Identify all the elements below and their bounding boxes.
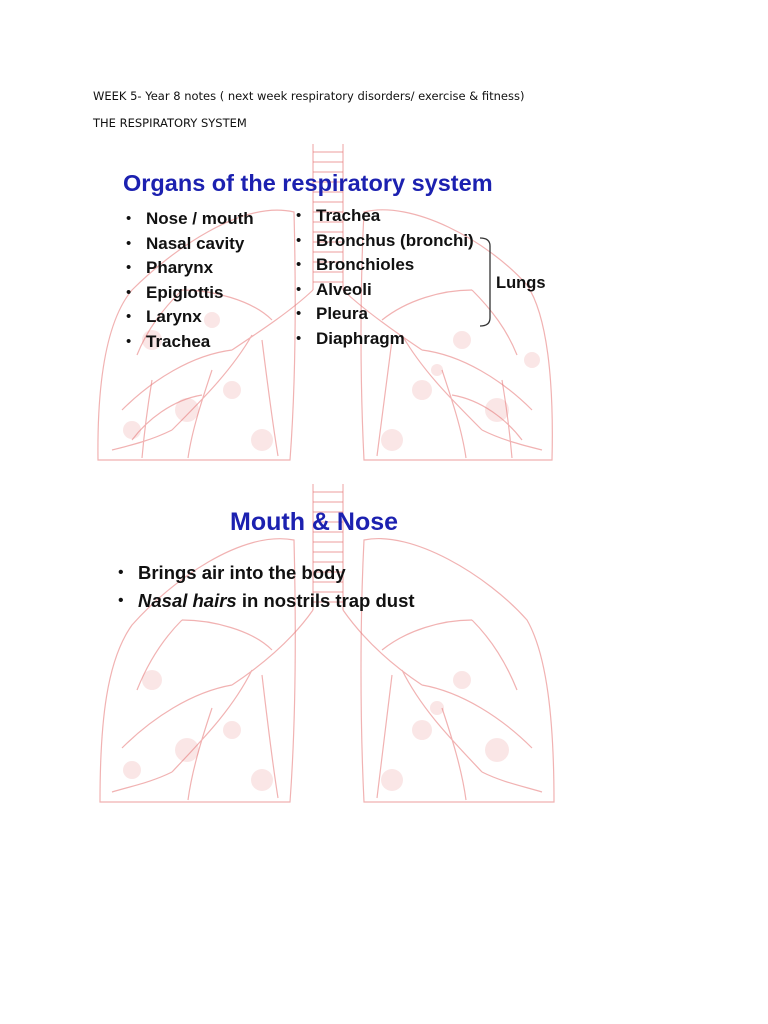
list-item: •Nose / mouth <box>126 209 254 228</box>
list-item: • Brings air into the body <box>118 562 346 583</box>
lungs-label: Lungs <box>496 274 546 292</box>
organs-slide: Organs of the respiratory system •Nose /… <box>92 140 558 472</box>
list-item: •Bronchioles <box>296 255 415 275</box>
section-heading: THE RESPIRATORY SYSTEM <box>93 116 247 130</box>
trachea-outline <box>312 484 344 610</box>
mouth-nose-list: • Brings air into the body • Nasal hairs… <box>118 559 415 615</box>
document-header-line: WEEK 5- Year 8 notes ( next week respira… <box>93 89 525 103</box>
list-item: •Nasal cavity <box>126 233 245 253</box>
list-item: •Larynx <box>126 307 202 327</box>
list-item: •Trachea <box>126 331 211 351</box>
mouth-nose-slide-title: Mouth & Nose <box>230 508 399 536</box>
list-item: •Epiglottis <box>126 282 224 302</box>
lungs-illustration <box>97 144 553 461</box>
nasal-hairs-italic: Nasal hairs <box>138 590 237 611</box>
lungs-bracket <box>479 237 491 327</box>
lungs-illustration <box>99 484 555 803</box>
organs-slide-title: Organs of the respiratory system <box>123 170 493 196</box>
organs-left-list: •Nose / mouth •Nasal cavity •Pharynx •Ep… <box>126 207 254 355</box>
trachea-outline <box>312 144 344 290</box>
nostrils-trap-dust-text: in nostrils trap dust <box>236 590 415 611</box>
list-item: •Trachea <box>296 206 381 225</box>
organs-right-list: •Trachea •Bronchus (bronchi) •Bronchiole… <box>296 204 474 352</box>
list-item: • Nasal hairs in nostrils trap dust <box>118 590 415 611</box>
mouth-nose-slide: Mouth & Nose • Brings air into the body … <box>92 480 558 812</box>
list-item: •Diaphragm <box>296 328 405 348</box>
list-item: •Alveoli <box>296 279 372 299</box>
list-item: •Bronchus (bronchi) <box>296 230 474 250</box>
list-item: •Pleura <box>296 304 368 324</box>
list-item: •Pharynx <box>126 258 214 278</box>
